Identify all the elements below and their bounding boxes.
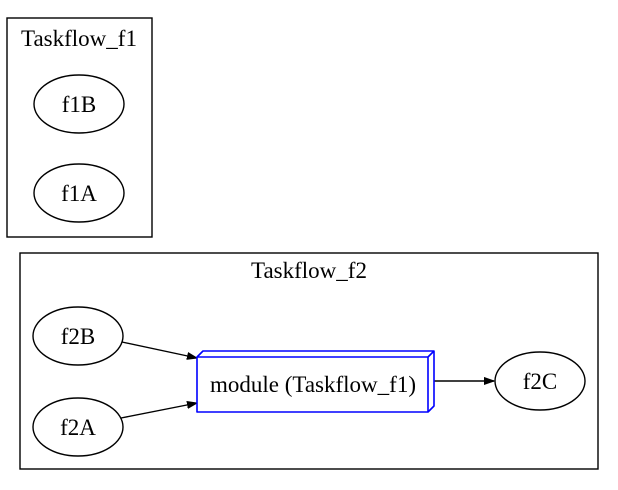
cluster-taskflow-f2-title: Taskflow_f2 <box>251 258 367 283</box>
node-f2B-ellipse <box>32 306 124 366</box>
node-f2A-label: f2A <box>60 415 96 440</box>
cluster-taskflow-f1: Taskflow_f1 f1B f1A <box>6 17 153 238</box>
cluster-taskflow-f1-title: Taskflow_f1 <box>21 26 137 51</box>
node-module-taskflow-f1: module (Taskflow_f1) <box>196 350 435 413</box>
node-f2C-label: f2C <box>523 369 558 394</box>
node-f1B-label: f1B <box>62 92 97 117</box>
node-f2A: f2A <box>32 397 124 457</box>
node-f2B: f2B <box>32 306 124 366</box>
node-f1A-ellipse <box>33 163 125 223</box>
edge-f2A-to-module <box>120 403 197 419</box>
node-f2A-ellipse <box>32 397 124 457</box>
module-node-label: module (Taskflow_f1) <box>210 372 416 397</box>
node-f2C-ellipse <box>494 351 586 411</box>
node-f1A-label: f1A <box>61 181 97 206</box>
node-f1A: f1A <box>33 163 125 223</box>
node-f1B: f1B <box>33 74 125 134</box>
cluster-taskflow-f2: Taskflow_f2 f2B f2A module (Taskflow_f1) <box>19 252 599 470</box>
edge-f2B-to-module <box>121 341 197 358</box>
cluster-taskflow-f1-border <box>6 17 153 238</box>
module-box3d-inner-edges <box>197 350 435 412</box>
node-f1B-ellipse <box>33 74 125 134</box>
node-f2C: f2C <box>494 351 586 411</box>
node-f2B-label: f2B <box>61 324 96 349</box>
cluster-taskflow-f2-border <box>19 252 599 470</box>
